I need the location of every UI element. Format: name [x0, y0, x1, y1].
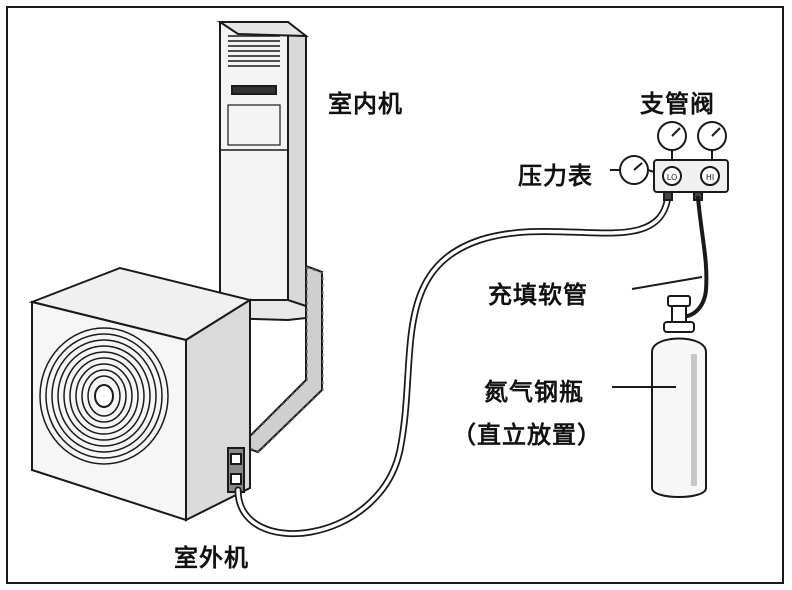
manifold-valve-label: 支管阀 — [640, 90, 715, 118]
leader-lines — [610, 169, 703, 388]
cylinder-orientation-note: （直立放置） — [452, 421, 602, 449]
manifold-gauge-set — [619, 121, 729, 201]
outdoor-unit-illustration — [28, 266, 253, 522]
high-side-mark: HI — [706, 173, 714, 182]
nitrogen-cylinder-illustration — [651, 295, 707, 498]
nitrogen-cylinder-label: 氮气钢瓶 — [484, 378, 584, 406]
charging-hose-white — [234, 192, 672, 537]
refrigerant-pipe-duct — [238, 264, 324, 454]
pressure-gauge-label: 压力表 — [518, 162, 593, 190]
indoor-unit-illustration — [216, 21, 310, 322]
low-side-mark: LO — [667, 173, 677, 182]
outdoor-unit-label: 室外机 — [174, 544, 249, 572]
charging-hose-label: 充填软管 — [488, 281, 588, 309]
indoor-unit-label: 室内机 — [328, 90, 403, 118]
charging-hose-black — [680, 196, 709, 319]
